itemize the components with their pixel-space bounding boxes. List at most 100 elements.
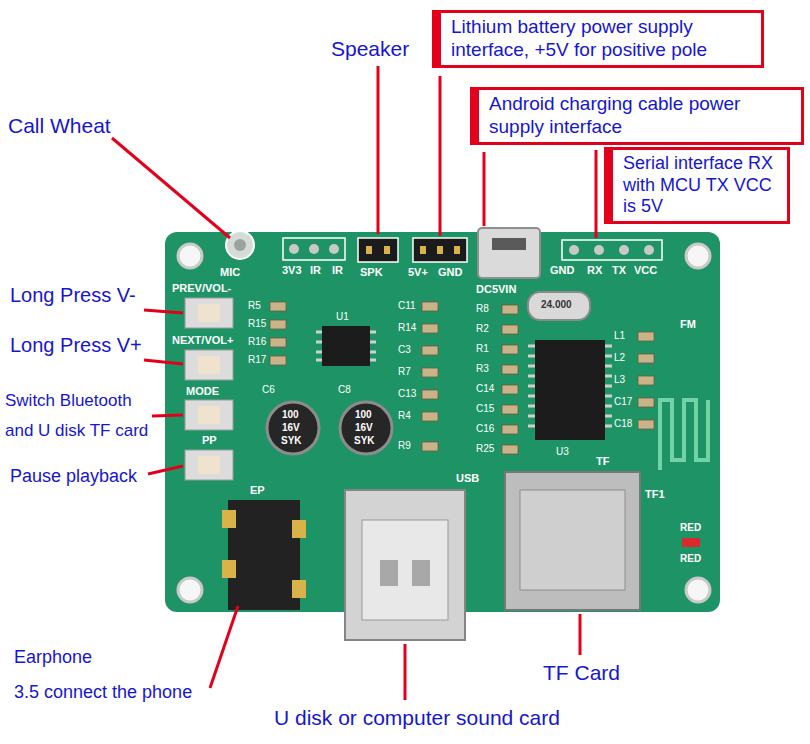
buttons [185,298,233,480]
component-designator: L2 [614,352,625,364]
silkscreen-label: RX [587,264,602,277]
button-cap [198,406,220,424]
mounting-hole [686,578,710,602]
component-designator: C13 [398,388,416,400]
pin [644,245,654,255]
capacitor-marking: 100 [282,409,299,421]
smd-part [422,324,438,333]
smd-part [422,412,438,421]
bluetooth-antenna [660,400,708,470]
leader-line [152,415,183,416]
component-designator: C15 [476,403,494,415]
callout-label: Speaker [331,36,409,61]
pin [366,246,372,254]
callout-box: Android charging cable power supply inte… [470,87,804,145]
pin [420,246,426,254]
component-designator: L1 [614,330,625,342]
silkscreen-label: TF [596,455,609,468]
callout-box: Lithium battery power supply interface, … [432,10,764,68]
leader-line [595,150,598,238]
smd-part [422,302,438,311]
component-designator: R5 [248,300,261,312]
component-designator: R7 [398,366,411,378]
component-designator: L3 [614,374,625,386]
smd-part [270,320,286,329]
component-designator: R14 [398,322,416,334]
component-designator: C18 [614,418,632,430]
button [185,400,233,430]
smd-part [270,338,286,347]
microphone-body [226,231,254,259]
silkscreen-label: PREV/VOL- [172,282,231,295]
crystal-marking: 24.000 [541,299,572,311]
tf-slot-shell [505,472,640,610]
silkscreen-label: MODE [186,385,219,398]
silkscreen-label: IR [310,264,321,277]
crystal [528,292,590,320]
smd-part [502,385,518,394]
component-designator: C8 [338,384,351,396]
callout-text: Android charging cable power supply inte… [489,93,793,139]
callout-label: and U disk TF card [5,421,148,441]
chip-u3 [535,340,605,440]
silkscreen-label: GND [550,264,574,277]
callout-label: Pause playback [10,466,137,488]
button [185,298,233,328]
pin [454,246,460,254]
smd-part [422,390,438,399]
capacitor-marking: 16V [282,422,300,434]
micro-usb-opening [492,238,526,250]
silkscreen-label: TX [612,264,626,277]
smd-part [502,405,518,414]
pin [594,245,604,255]
silkscreen-label: PP [202,434,217,447]
pin [309,244,319,254]
silkscreen-label: 5V+ [408,266,428,279]
component-designator: R9 [398,440,411,452]
smd-part [270,302,286,311]
leader-line [579,614,582,655]
capacitors [267,402,392,454]
pin [329,244,339,254]
component-designator: R16 [248,336,266,348]
leader-line [148,466,183,474]
smd-part [422,442,438,451]
leader-line [144,360,183,364]
component-designator: C11 [398,300,416,312]
leader-line [112,138,230,238]
chips [316,326,612,440]
silkscreen-label: FM [680,318,696,331]
silkscreen-label: SPK [360,266,383,279]
silkscreen-label: USB [456,472,479,485]
component-designator: R17 [248,354,266,366]
leader-lines [112,66,596,700]
smd-part [422,346,438,355]
chip-u1 [322,326,370,366]
speaker-header [358,238,398,262]
callout-label: Call Wheat [8,113,111,138]
pin [569,245,579,255]
callout-text: Serial interface RX with MCU TX VCC is 5… [623,153,779,218]
silkscreen-label: GND [438,266,462,279]
mounting-hole [686,244,710,268]
smd-parts [270,302,654,454]
component-designator: R8 [476,303,489,315]
smd-part [502,325,518,334]
usb-a-port [345,490,465,640]
smd-part [638,354,654,363]
callout-label: Long Press V+ [10,333,142,357]
tf-card-slot [505,472,640,610]
component-designator: U1 [336,311,349,323]
capacitor-marking: SYK [354,435,375,447]
pin [437,246,443,254]
jack-tab [292,580,306,598]
capacitor [340,402,392,454]
silkscreen-label: NEXT/VOL+ [172,334,233,347]
pin [619,245,629,255]
smd-part [502,345,518,354]
leader-line [210,606,238,688]
silkscreen-label: 3V3 [282,264,302,277]
smd-part [502,445,518,454]
jack-tab [222,560,236,578]
jack-tab [222,510,236,528]
